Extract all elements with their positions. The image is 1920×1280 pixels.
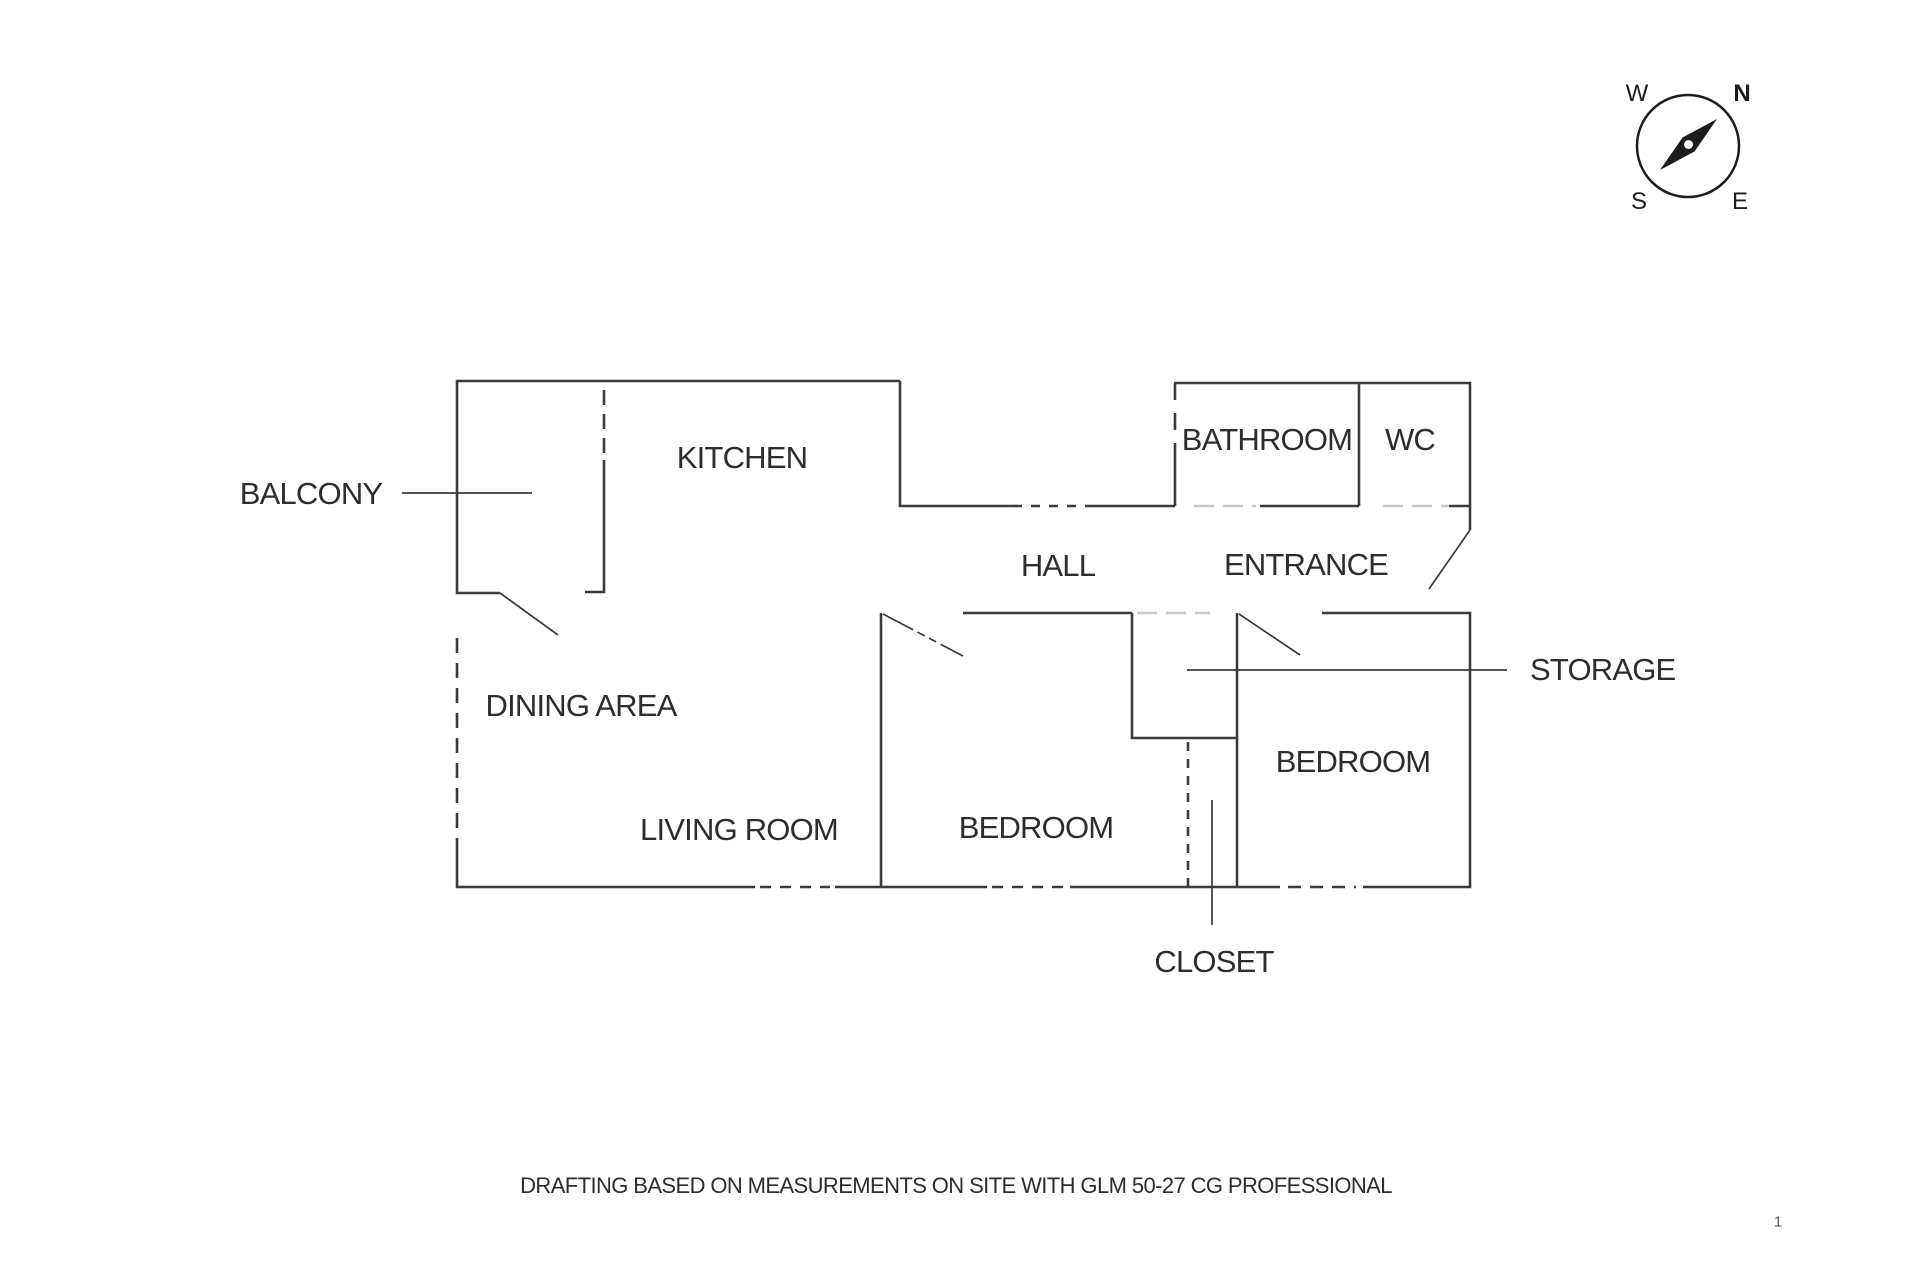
bedroom-right-door-swing	[1238, 613, 1301, 656]
compass-north-label: N	[1733, 80, 1750, 107]
room-label-hall: HALL	[1020, 548, 1096, 583]
room-label-balcony: BALCONY	[239, 476, 383, 511]
room-label-bedroom-left: BEDROOM	[958, 810, 1114, 845]
compass-south-label: S	[1631, 188, 1647, 215]
drafting-caption: DRAFTING BASED ON MEASUREMENTS ON SITE W…	[520, 1173, 1392, 1198]
compass-east-label: E	[1732, 188, 1748, 215]
room-label-entrance: ENTRANCE	[1223, 547, 1389, 582]
walls-dashed	[455, 383, 1356, 889]
balcony-door-swing	[499, 592, 559, 636]
entrance-door-swing	[1428, 529, 1471, 590]
room-label-wc: WC	[1384, 422, 1436, 457]
compass-west-label: W	[1626, 80, 1649, 107]
room-label-living-room: LIVING ROOM	[640, 812, 839, 847]
compass-circle	[1635, 93, 1741, 199]
room-label-bedroom-right: BEDROOM	[1275, 744, 1431, 779]
room-label-closet: CLOSET	[1154, 944, 1274, 979]
room-label-dining-area: DINING AREA	[485, 688, 677, 723]
room-label-kitchen: KITCHEN	[676, 440, 808, 475]
room-label-storage: STORAGE	[1530, 652, 1676, 687]
compass-center-dot	[1684, 140, 1693, 149]
door-swings	[499, 529, 1471, 657]
compass-rose: W N S E	[1626, 80, 1751, 215]
leader-lines	[402, 492, 1507, 925]
walls-solid	[455, 379, 1472, 889]
door-openings-faint	[1137, 504, 1449, 615]
room-label-bathroom: BATHROOM	[1181, 422, 1353, 457]
bedroom-left-door-swing	[882, 613, 964, 657]
page-number: 1	[1773, 1213, 1783, 1231]
